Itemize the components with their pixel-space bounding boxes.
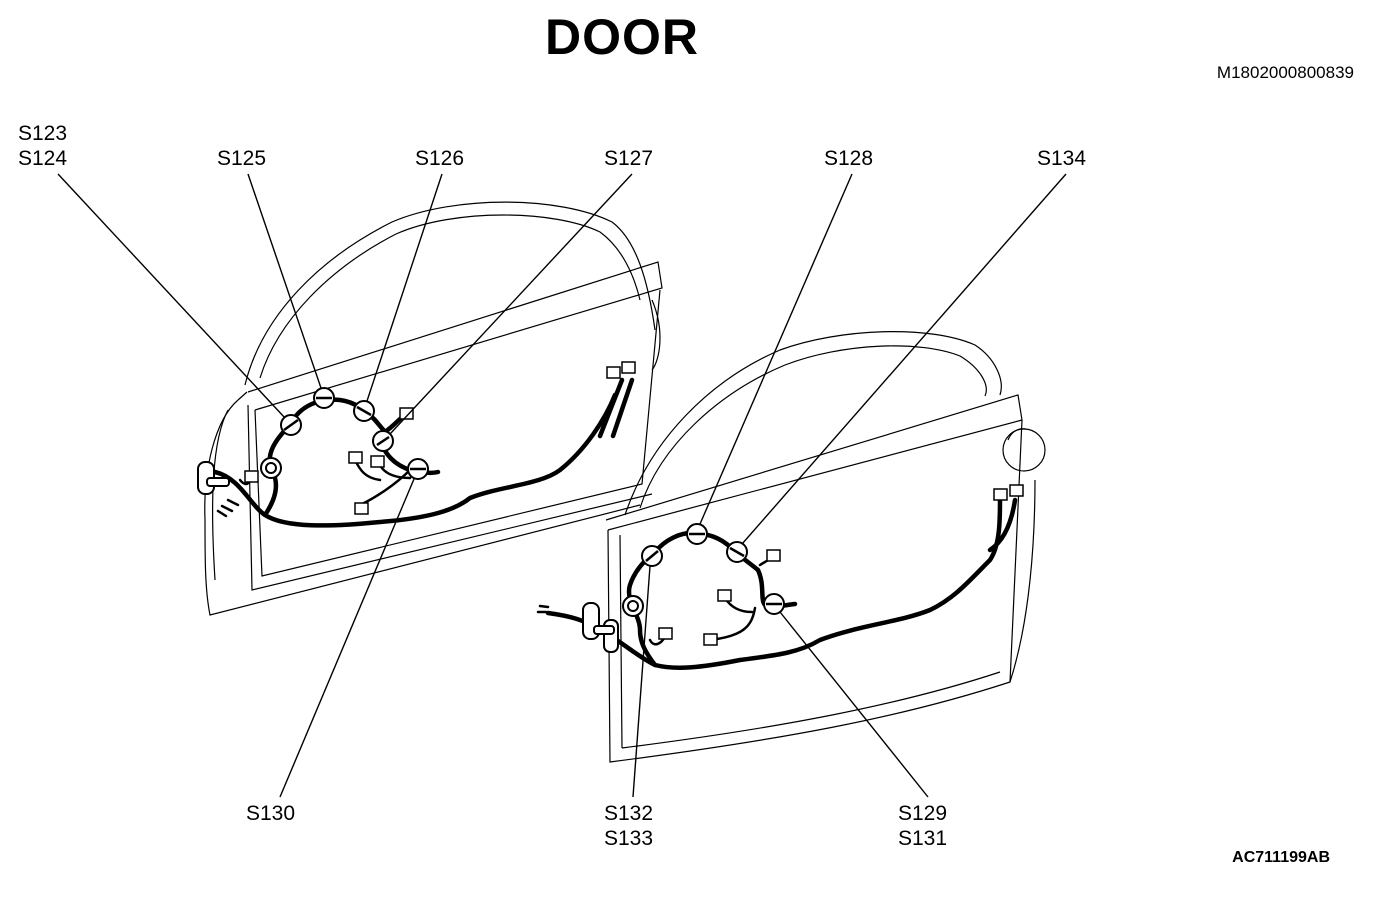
leader-s132-s133 [632, 565, 651, 798]
leader-s126 [366, 173, 443, 402]
right-connector-icon [993, 488, 1008, 501]
leader-s130 [279, 478, 415, 798]
figure-id: AC711199AB [1232, 849, 1330, 866]
right-connector-icon [766, 549, 781, 562]
leader-s125 [247, 173, 322, 389]
left-door-window-frame [244, 201, 656, 386]
label-s127: S127 [604, 147, 654, 170]
splice-s126-icon [353, 400, 375, 422]
grommet-ring-icon [260, 457, 282, 479]
left-connector-icon [244, 470, 259, 483]
right-connector-icon [703, 633, 718, 646]
right-connector-icon [717, 589, 732, 602]
diagram-title: DOOR [545, 9, 699, 65]
label-s125: S125 [217, 147, 267, 170]
grommet-ring-icon [622, 595, 644, 617]
splice-s129-s131-icon [763, 593, 785, 615]
splice-s123-s124-icon [280, 414, 302, 436]
left-door [57, 173, 663, 798]
leader-s123-s124 [57, 173, 286, 419]
right-door-window-frame [624, 331, 1002, 516]
left-connector-icon [399, 407, 414, 420]
left-door-panel [254, 289, 661, 577]
label-s123: S123 [18, 122, 68, 145]
label-s134: S134 [1037, 147, 1087, 170]
splice-s132-s133-icon [641, 545, 663, 567]
right-connector-icon [658, 627, 673, 640]
label-s124: S124 [18, 147, 68, 170]
right-grommet-icon [603, 619, 619, 653]
label-s133: S133 [604, 827, 654, 850]
splice-s130-icon [407, 458, 429, 480]
label-s131: S131 [898, 827, 948, 850]
left-connector-icon [621, 361, 636, 374]
label-s126: S126 [415, 147, 465, 170]
splice-s134-icon [726, 541, 748, 563]
left-connector-icon [606, 366, 621, 379]
leader-s127 [389, 173, 633, 435]
leader-s134 [741, 173, 1067, 545]
right-door-panel [607, 419, 1023, 763]
left-door-skin [204, 399, 641, 616]
splice-s127-icon [372, 430, 394, 452]
right-door [536, 173, 1067, 798]
splice-s125-icon [313, 387, 335, 409]
leader-s128 [699, 173, 853, 525]
label-s129: S129 [898, 802, 948, 825]
fuel-cap-icon [1002, 428, 1046, 472]
splice-s128-icon [686, 523, 708, 545]
leader-s129-s131 [779, 611, 929, 798]
label-s128: S128 [824, 147, 874, 170]
right-connector-icon [1009, 484, 1024, 497]
left-connector-icon [348, 451, 363, 464]
label-s132: S132 [604, 802, 654, 825]
document-id: M1802000800839 [1216, 63, 1354, 82]
label-s130: S130 [246, 802, 296, 825]
left-connector-icon [354, 502, 369, 515]
left-connector-icon [370, 455, 385, 468]
